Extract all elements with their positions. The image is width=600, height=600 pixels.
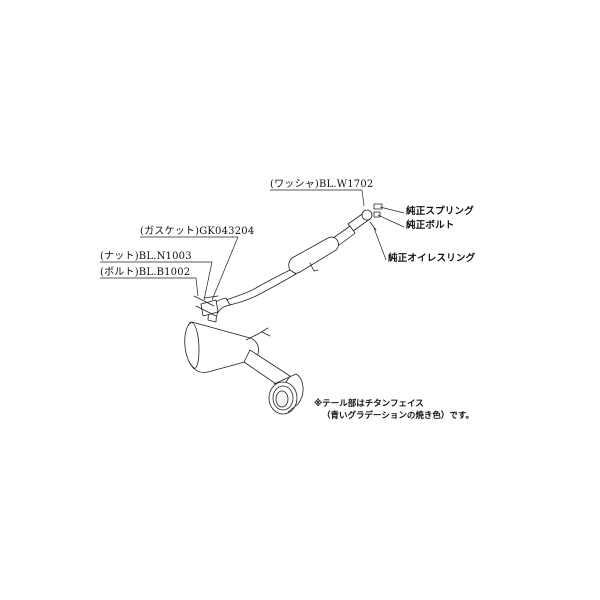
leader-bolt — [100, 277, 199, 297]
bolt-b — [195, 305, 217, 317]
hanger-muffler — [245, 327, 269, 341]
bolt-oem-part — [373, 211, 381, 218]
resonator — [288, 236, 339, 274]
joint-flange — [200, 299, 219, 317]
leader-gasket — [140, 236, 239, 301]
label-oiles-ring: 純正オイレスリング — [388, 253, 476, 264]
hanger-muffler-2 — [261, 331, 271, 337]
spring-part — [373, 203, 383, 210]
label-bolt-oem: 純正ボルト — [406, 220, 455, 231]
label-washer: (ワッシャ)BL.W1702 — [270, 179, 374, 190]
gasket — [203, 295, 219, 299]
leader-spring — [379, 206, 405, 214]
front-flange — [361, 209, 373, 221]
leader-bolt-oem — [377, 214, 405, 228]
tail-tip-body — [273, 373, 304, 413]
middle-pipe — [221, 269, 297, 308]
label-bolt: (ボルト)BL.B1002 — [100, 267, 191, 278]
tail-tip-core — [275, 390, 289, 408]
note-line-1: ※テール部はチタンフェイス — [314, 399, 424, 409]
leader-nut — [100, 261, 213, 301]
note-line-2: （青いグラデーションの焼き色）です。 — [322, 411, 474, 421]
bolt-a — [193, 295, 215, 307]
label-spring: 純正スプリング — [406, 206, 474, 217]
leader-ring — [373, 227, 387, 261]
leader-washer — [270, 189, 365, 207]
label-gasket: (ガスケット)GK043204 — [140, 226, 255, 237]
label-nut: (ナット)BL.N1003 — [100, 251, 192, 262]
oiles-ring-part — [369, 221, 377, 231]
muffler-end — [184, 321, 200, 369]
hanger-upper — [309, 262, 319, 272]
